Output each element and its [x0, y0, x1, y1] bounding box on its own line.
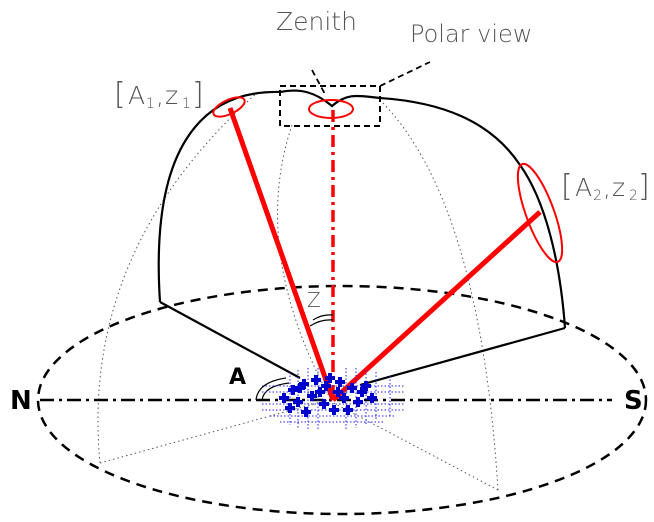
point1-footprint-ellipse [212, 96, 246, 118]
dome-base-left [159, 301, 301, 379]
dotted-arc-left [97, 91, 259, 464]
dome-right-edge [519, 164, 567, 329]
ray-to-point-1 [227, 107, 336, 401]
receiver-cross [353, 397, 363, 407]
receiver-cross [361, 381, 371, 391]
svg-text:A: A [128, 81, 145, 110]
zenith-leader [311, 69, 327, 97]
svg-text:2: 2 [593, 188, 602, 204]
zenith-angle-arcs [309, 314, 334, 327]
receiver-cross [293, 397, 303, 407]
receiver-cross [285, 403, 295, 413]
south-label: S [624, 386, 643, 416]
receiver-cross [357, 387, 367, 397]
receiver-cross [311, 375, 321, 385]
svg-text:[: [ [114, 77, 126, 112]
receiver-cross [367, 393, 377, 403]
ray-to-point-2 [331, 210, 542, 402]
receiver-cross [319, 399, 329, 409]
svg-text:2: 2 [629, 188, 638, 204]
receiver-cross [347, 383, 357, 393]
zenith-angle-label: Z [307, 288, 321, 312]
horizon-ellipse [36, 284, 648, 516]
north-label: N [10, 386, 32, 416]
svg-text:z: z [612, 173, 625, 202]
receiver-cross [325, 373, 335, 383]
dome-base-right [359, 326, 566, 387]
svg-text:]: ] [192, 77, 204, 112]
svg-text:z: z [165, 81, 178, 110]
azimuth-arcs [255, 377, 290, 401]
point2-label: [ A 2 , z 2 ] [561, 169, 650, 204]
receiver-cross [339, 393, 349, 403]
svg-text:1: 1 [146, 96, 155, 112]
receiver-cross [301, 407, 311, 417]
polar-view-box [279, 85, 381, 127]
dotted-arc-right [379, 99, 499, 491]
point2-footprint-ellipse [516, 162, 564, 264]
receiver-cross [315, 387, 325, 397]
dotted-line-sw [99, 399, 329, 464]
receiver-crosses [279, 373, 377, 417]
dome-left-edge [157, 90, 281, 303]
receiver-cross [335, 377, 345, 387]
svg-text:,: , [156, 81, 164, 110]
svg-text:]: ] [638, 169, 650, 204]
receiver-cross [295, 383, 305, 393]
azimuth-label: A [229, 365, 246, 390]
leader-lines [311, 61, 431, 97]
receiver-cross [321, 381, 331, 391]
receiver-cross [279, 393, 289, 403]
svg-text:1: 1 [182, 96, 191, 112]
svg-text:[: [ [561, 169, 573, 204]
dome-top-edge [279, 89, 521, 166]
dotted-guide-arcs [97, 91, 499, 491]
receiver-cross [307, 391, 317, 401]
receiver-cross [343, 405, 353, 415]
svg-text:,: , [603, 173, 611, 202]
receiver-cross [333, 387, 343, 397]
svg-text:A: A [575, 173, 592, 202]
zenith-footprint-ellipse [308, 99, 354, 119]
receiver-cross [329, 405, 339, 415]
dotted-line-se [327, 399, 499, 491]
polar-view-label: Polar view [410, 20, 532, 48]
receiver-array [262, 368, 405, 430]
polar-view-leader [379, 61, 431, 87]
dome-outline [157, 89, 567, 387]
point1-label: [ A 1 , z 1 ] [114, 77, 204, 112]
zenith-label: Zenith [276, 7, 357, 36]
